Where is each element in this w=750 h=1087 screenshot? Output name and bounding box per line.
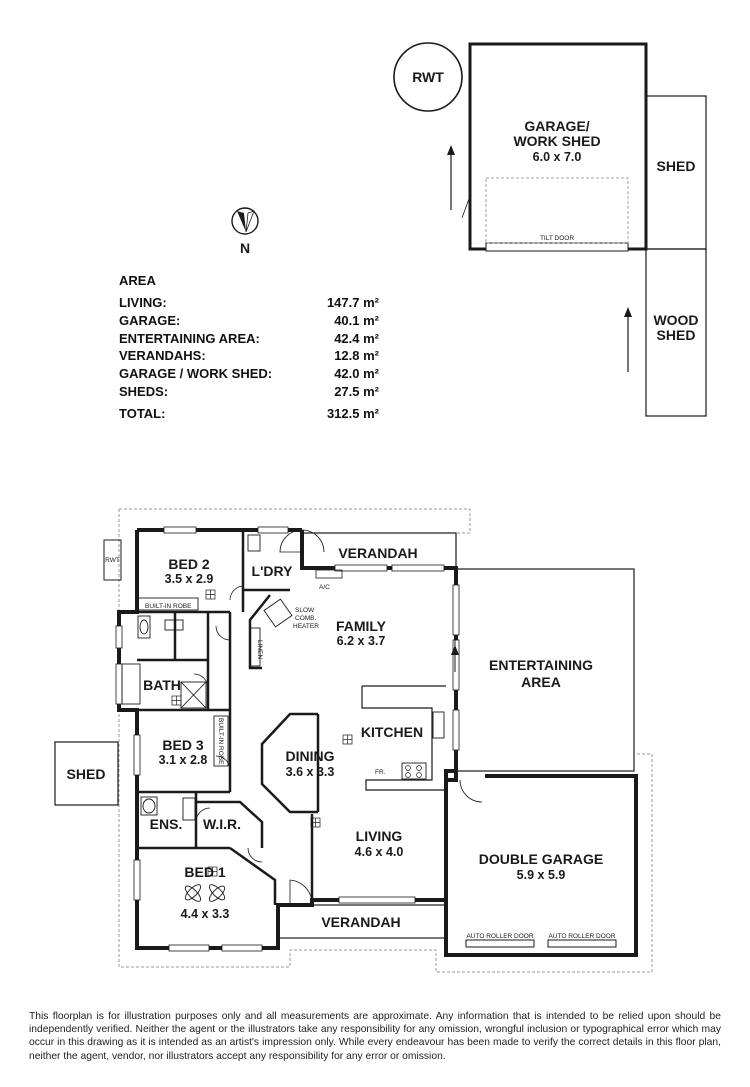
slow-heater-label-2: COMB. [295, 615, 317, 622]
side-door-swing [461, 195, 471, 219]
verandah-top-label: VERANDAH [338, 545, 417, 561]
bed1-dim: 4.4 x 3.3 [181, 907, 230, 921]
shed-left-label: SHED [67, 766, 106, 782]
rainwater-tank-top [393, 42, 463, 112]
area-row-value: 40.1 m² [334, 312, 379, 328]
entertaining-label-1: ENTERTAINING [489, 657, 593, 673]
kitchen-bench [361, 685, 446, 791]
slow-heater-label-1: SLOW [295, 607, 315, 614]
ac-unit [315, 569, 343, 579]
fixtures [121, 534, 293, 821]
area-row-value: 27.5 m² [334, 383, 379, 399]
windows [115, 526, 460, 952]
dining-octagon-wall [260, 712, 318, 814]
kitchen-label: KITCHEN [361, 724, 423, 740]
area-total-label: TOTAL: [119, 405, 166, 421]
area-row-value: 42.0 m² [334, 366, 379, 382]
driveway-arrow-bottom-head [624, 307, 632, 317]
north-arrow: N [231, 207, 259, 256]
linen-label: LINEN [256, 640, 263, 659]
vent-icons [171, 589, 353, 877]
area-total-row: TOTAL: 312.5 m² [119, 405, 379, 423]
driveway-arrow-top-head [447, 145, 455, 155]
ac-label: A/C [319, 584, 330, 591]
area-row-label: LIVING: [119, 295, 167, 310]
tilt-door-label: TILT DOOR [540, 235, 574, 242]
living-dim: 4.6 x 4.0 [355, 845, 404, 859]
living-label: LIVING [356, 828, 403, 844]
area-total-value: 312.5 m² [326, 405, 379, 421]
doors [193, 529, 483, 905]
tilt-door-swing [485, 177, 629, 244]
kitchen-cooktop [401, 762, 427, 780]
dining-dim: 3.6 x 3.3 [286, 765, 335, 779]
main-house: RWT SHED [54, 508, 653, 973]
shed-left [54, 741, 119, 806]
family-dim: 6.2 x 3.7 [337, 634, 386, 648]
double-garage-dim: 5.9 x 5.9 [517, 868, 566, 882]
rainwater-tank-side [103, 539, 122, 581]
garage-work-shed-label-2: WORK SHED [513, 133, 600, 149]
area-row-value: 147.7 m² [326, 295, 379, 310]
area-row: GARAGE / WORK SHED: 42.0 m² [119, 365, 379, 383]
garage-work-shed-label: GARAGE/ [524, 118, 589, 134]
area-row: ENTERTAINING AREA: 42.4 m² [119, 330, 379, 348]
area-row: SHEDS: 27.5 m² [119, 383, 379, 401]
laundry-label: L'DRY [252, 563, 294, 579]
verandah-bottom-label: VERANDAH [321, 914, 400, 930]
shed-top-label: SHED [657, 158, 696, 174]
bed2-label: BED 2 [168, 556, 209, 572]
area-row-label: GARAGE / WORK SHED: [119, 366, 273, 382]
ensuite-label: ENS. [150, 816, 183, 832]
rwt-top-label: RWT [412, 69, 444, 85]
area-table: AREA LIVING: 147.7 m² GARAGE: 40.1 m² EN… [119, 273, 379, 423]
rwt-side-label: RWT [105, 557, 120, 564]
bed2-dim: 3.5 x 2.9 [165, 572, 214, 586]
wood-shed [645, 248, 707, 417]
built-in-robe-label: BUILT-IN ROBE [145, 603, 192, 610]
garage-work-shed-dim: 6.0 x 7.0 [533, 150, 582, 164]
bath-label: BATH [143, 677, 181, 693]
auto-roller-door-1-label: AUTO ROLLER DOOR [466, 933, 533, 940]
area-title: AREA [119, 273, 156, 288]
area-row-label: GARAGE: [119, 312, 181, 328]
area-row: VERANDAHS: 12.8 m² [119, 347, 379, 365]
ceiling-fan-icon [184, 884, 226, 902]
north-arrow-icon [231, 207, 259, 235]
auto-roller-door-2-label: AUTO ROLLER DOOR [548, 933, 615, 940]
area-row-label: SHEDS: [119, 383, 169, 399]
outbuildings: RWT TILT DOOR GARAGE/ WORK SHED 6.0 x 7.… [393, 42, 707, 417]
fridge-label: FR. [375, 769, 386, 776]
disclaimer-text: This floorplan is for illustration purpo… [29, 1011, 721, 1062]
area-row: GARAGE: 40.1 m² [119, 312, 379, 330]
area-row-label: VERANDAHS: [119, 348, 206, 364]
dining-label: DINING [286, 748, 335, 764]
auto-roller-door-2 [547, 939, 617, 948]
double-garage [444, 769, 638, 957]
entertaining-label-2: AREA [521, 674, 561, 690]
bed3-dim: 3.1 x 2.8 [159, 753, 208, 767]
bed3-label: BED 3 [162, 737, 203, 753]
built-in-robe-vertical-label: BUILT-IN ROBE [217, 718, 224, 765]
wir-label: W.I.R. [203, 816, 241, 832]
double-garage-label: DOUBLE GARAGE [479, 851, 603, 867]
kitchen-sink [432, 711, 445, 739]
wood-shed-label-2: SHED [657, 327, 696, 343]
wood-shed-label-1: WOOD [653, 312, 698, 328]
bed1-label: BED 1 [184, 864, 225, 880]
area-row-value: 12.8 m² [334, 348, 379, 364]
north-label: N [240, 240, 250, 256]
slow-heater-label-3: HEATER [293, 623, 319, 630]
family-label: FAMILY [336, 618, 387, 634]
tilt-door-opening [485, 242, 629, 252]
interior-walls [137, 530, 290, 905]
area-row-value: 42.4 m² [334, 330, 379, 346]
area-row-label: ENTERTAINING AREA: [119, 330, 260, 346]
auto-roller-door-1 [465, 939, 535, 948]
area-row: LIVING: 147.7 m² [119, 294, 379, 312]
eaves-outline [119, 508, 471, 534]
